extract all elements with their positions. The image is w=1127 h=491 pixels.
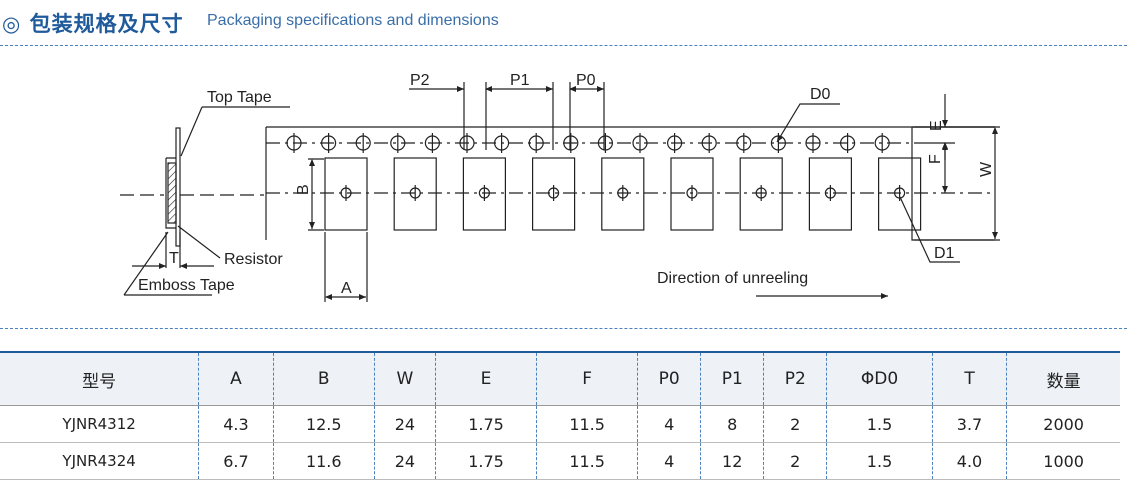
table-cell: 12 [700,442,764,480]
label-p0: P0 [576,72,596,89]
table-cell: 4 [637,442,701,480]
column-header: F [536,351,638,406]
column-header: E [434,351,537,406]
side-view [120,106,290,296]
table-cell: 6.7 [198,442,274,480]
label-d1: D1 [934,245,955,262]
label-t: T [169,250,179,267]
label-w: W [978,161,995,177]
sprocket-holes [286,133,890,153]
table-cell: 11.5 [536,405,638,443]
label-resistor: Resistor [224,251,283,268]
table-cell: 4.0 [931,442,1007,480]
label-top-tape: Top Tape [207,89,272,106]
column-header: P2 [763,351,827,406]
dimensions [308,82,1000,302]
label-f: F [927,154,944,164]
label-a: A [341,280,352,297]
table-cell: 4.3 [198,405,274,443]
column-header: 型号 [0,351,199,406]
pocket [877,157,922,231]
pocket [531,157,576,231]
table-cell: 3.7 [931,405,1007,443]
column-header: 数量 [1006,351,1120,406]
table-cell: 11.5 [536,442,638,480]
column-header: ΦD0 [826,351,933,406]
table-cell: 1.75 [434,442,537,480]
column-header: W [373,351,436,406]
pocket [670,157,714,231]
column-header: T [931,351,1007,406]
table-cell: 1000 [1006,442,1120,480]
divider-top [0,45,1127,46]
section-title-en: Packaging specifications and dimensions [207,12,499,29]
table-cell: 12.5 [272,405,375,443]
divider-bottom [0,328,1127,329]
label-p1: P1 [510,72,530,89]
table-cell: 24 [373,405,436,443]
pocket [393,157,437,231]
section-header: ◎ 包装规格及尺寸 Packaging specifications and d… [0,0,1127,46]
column-header: P0 [637,351,701,406]
table-cell: 1.75 [434,405,537,443]
pocket [324,157,368,231]
table-cell: 11.6 [272,442,375,480]
pocket [739,157,783,231]
pocket [601,157,645,231]
pocket [462,157,506,231]
column-header: A [198,351,274,406]
label-p2: P2 [410,72,430,89]
pocket [808,157,853,231]
table-cell: 2000 [1006,405,1120,443]
table-cell: 4 [637,405,701,443]
label-d0: D0 [810,86,831,103]
tape-diagram: Top Tape Resistor T Emboss Tape [120,72,1000,302]
column-header: P1 [700,351,764,406]
label-b: B [295,184,312,195]
section-title-zh: ◎ 包装规格及尺寸 [2,12,184,36]
label-direction: Direction of unreeling [657,270,808,287]
label-emboss-tape: Emboss Tape [138,277,235,294]
tape-strip [265,126,995,241]
table-cell: 2 [763,405,827,443]
table-cell: 1.5 [826,405,933,443]
pockets [324,157,922,231]
column-header: B [272,351,375,406]
table-cell: 2 [763,442,827,480]
label-e: E [928,120,945,131]
table-cell: YJNR4312 [0,405,199,443]
table-cell: YJNR4324 [0,442,199,480]
table-cell: 8 [700,405,764,443]
table-cell: 24 [373,442,436,480]
table-cell: 1.5 [826,442,933,480]
